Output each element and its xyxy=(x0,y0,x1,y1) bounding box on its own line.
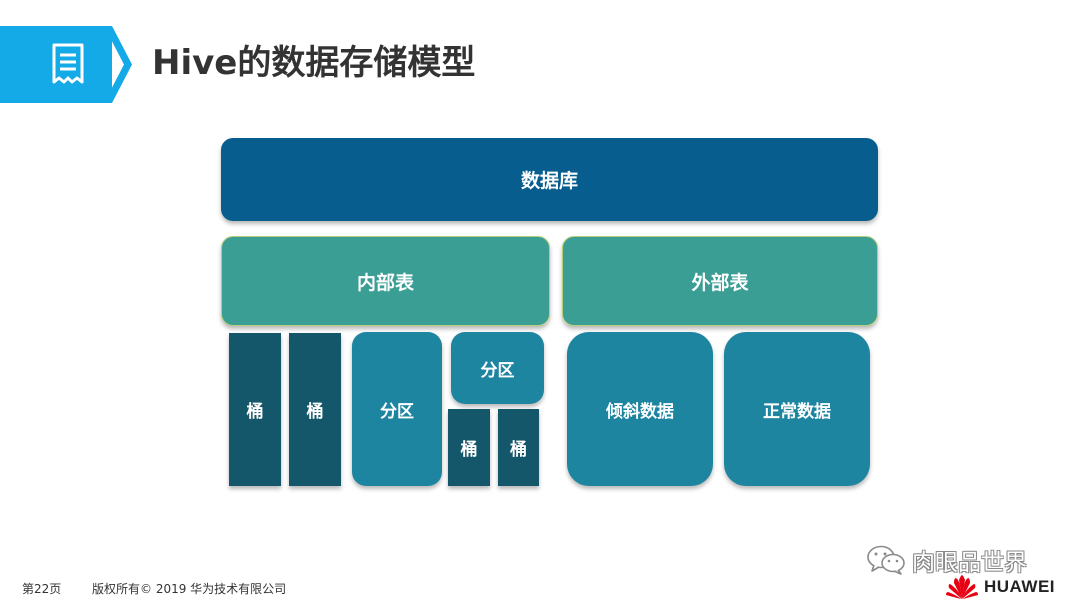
brand-wordmark: HUAWEI xyxy=(984,577,1055,596)
bucket-box: 桶 xyxy=(229,333,281,486)
external-table-box: 外部表 xyxy=(562,236,878,326)
normal-data-box: 正常数据 xyxy=(724,332,870,486)
skewed-data-box: 倾斜数据 xyxy=(567,332,713,486)
internal-table-box: 内部表 xyxy=(221,236,550,326)
huawei-petal-icon xyxy=(946,575,978,599)
header-chevron-icon xyxy=(104,26,132,103)
header-accent-block xyxy=(0,26,112,103)
partition-box: 分区 xyxy=(451,332,544,404)
wechat-account-name: 肉眼品世界 xyxy=(912,550,1027,576)
bucket-box: 桶 xyxy=(448,409,490,486)
page-title: Hive的数据存储模型 xyxy=(152,43,476,83)
database-box: 数据库 xyxy=(221,138,878,221)
page-number: 第22页 xyxy=(22,582,62,596)
copyright-text: 版权所有© 2019 华为技术有限公司 xyxy=(92,582,287,596)
huawei-logo: HUAWEI xyxy=(944,574,1055,600)
wechat-watermark: 肉眼品世界 xyxy=(866,540,1027,580)
wechat-icon xyxy=(867,545,905,575)
bucket-box: 桶 xyxy=(498,409,539,486)
document-list-icon xyxy=(52,43,84,84)
bucket-box: 桶 xyxy=(289,333,341,486)
partition-box: 分区 xyxy=(352,332,442,486)
